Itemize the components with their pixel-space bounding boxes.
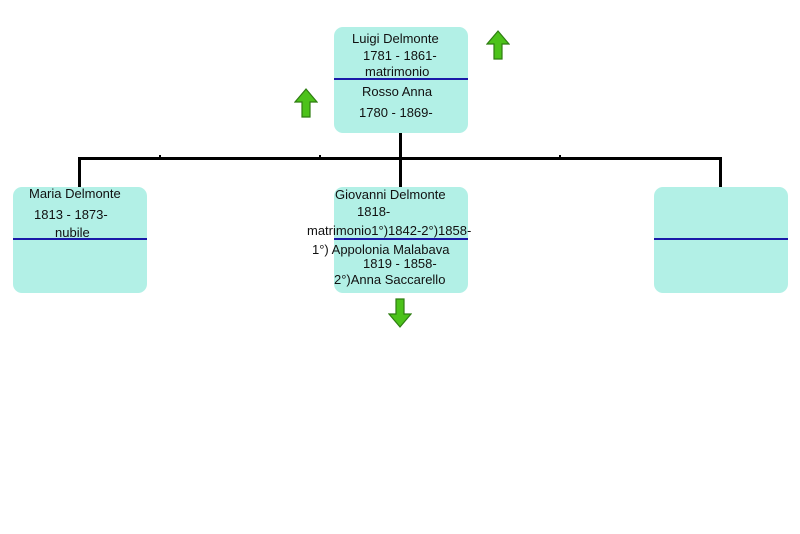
child-spouse1-name: 1°) Appolonia Malabava bbox=[312, 242, 450, 257]
down-arrow-shape bbox=[388, 298, 412, 328]
connector-child-left bbox=[78, 157, 81, 188]
root-person-card[interactable]: Luigi Delmonte 1781 - 1861- matrimonio R… bbox=[334, 27, 468, 133]
card-separator bbox=[13, 238, 147, 240]
green-up-arrow-icon[interactable] bbox=[294, 88, 318, 118]
child-dates: 1813 - 1873- bbox=[34, 207, 108, 222]
child-name: Giovanni Delmonte bbox=[335, 187, 446, 202]
root-marriage-label: matrimonio bbox=[365, 64, 430, 79]
child-spouse2-name: 2°)Anna Saccarello bbox=[334, 272, 446, 287]
card-separator bbox=[334, 238, 468, 240]
child-card-giovanni[interactable] bbox=[334, 187, 468, 293]
green-down-arrow-icon[interactable] bbox=[388, 298, 412, 328]
root-person-dates: 1781 - 1861- bbox=[363, 48, 437, 63]
card-separator bbox=[654, 238, 788, 240]
child-card-maria[interactable]: Maria Delmonte 1813 - 1873- nubile bbox=[13, 186, 147, 293]
root-person-name: Luigi Delmonte bbox=[352, 31, 439, 46]
connector-root-down bbox=[399, 132, 402, 160]
connector-tick bbox=[319, 155, 321, 159]
connector-tick bbox=[559, 155, 561, 159]
green-up-arrow-icon[interactable] bbox=[486, 30, 510, 60]
child-spouse1-dates: 1819 - 1858- bbox=[363, 256, 437, 271]
root-spouse-name: Rosso Anna bbox=[362, 84, 433, 99]
child-name: Maria Delmonte bbox=[29, 186, 121, 201]
connector-tick bbox=[159, 155, 161, 159]
up-arrow-shape bbox=[294, 88, 318, 118]
root-spouse-dates: 1780 - 1869- bbox=[359, 105, 433, 120]
up-arrow-shape bbox=[486, 30, 510, 60]
connector-child-right bbox=[719, 157, 722, 188]
child-marriage-label: matrimonio1°)1842-2°)1858- bbox=[307, 223, 472, 238]
connector-child-middle bbox=[399, 157, 402, 188]
child-dates: 1818- bbox=[357, 204, 391, 219]
child-card-empty[interactable] bbox=[654, 187, 788, 293]
card-separator bbox=[334, 78, 468, 80]
child-status: nubile bbox=[55, 225, 90, 240]
